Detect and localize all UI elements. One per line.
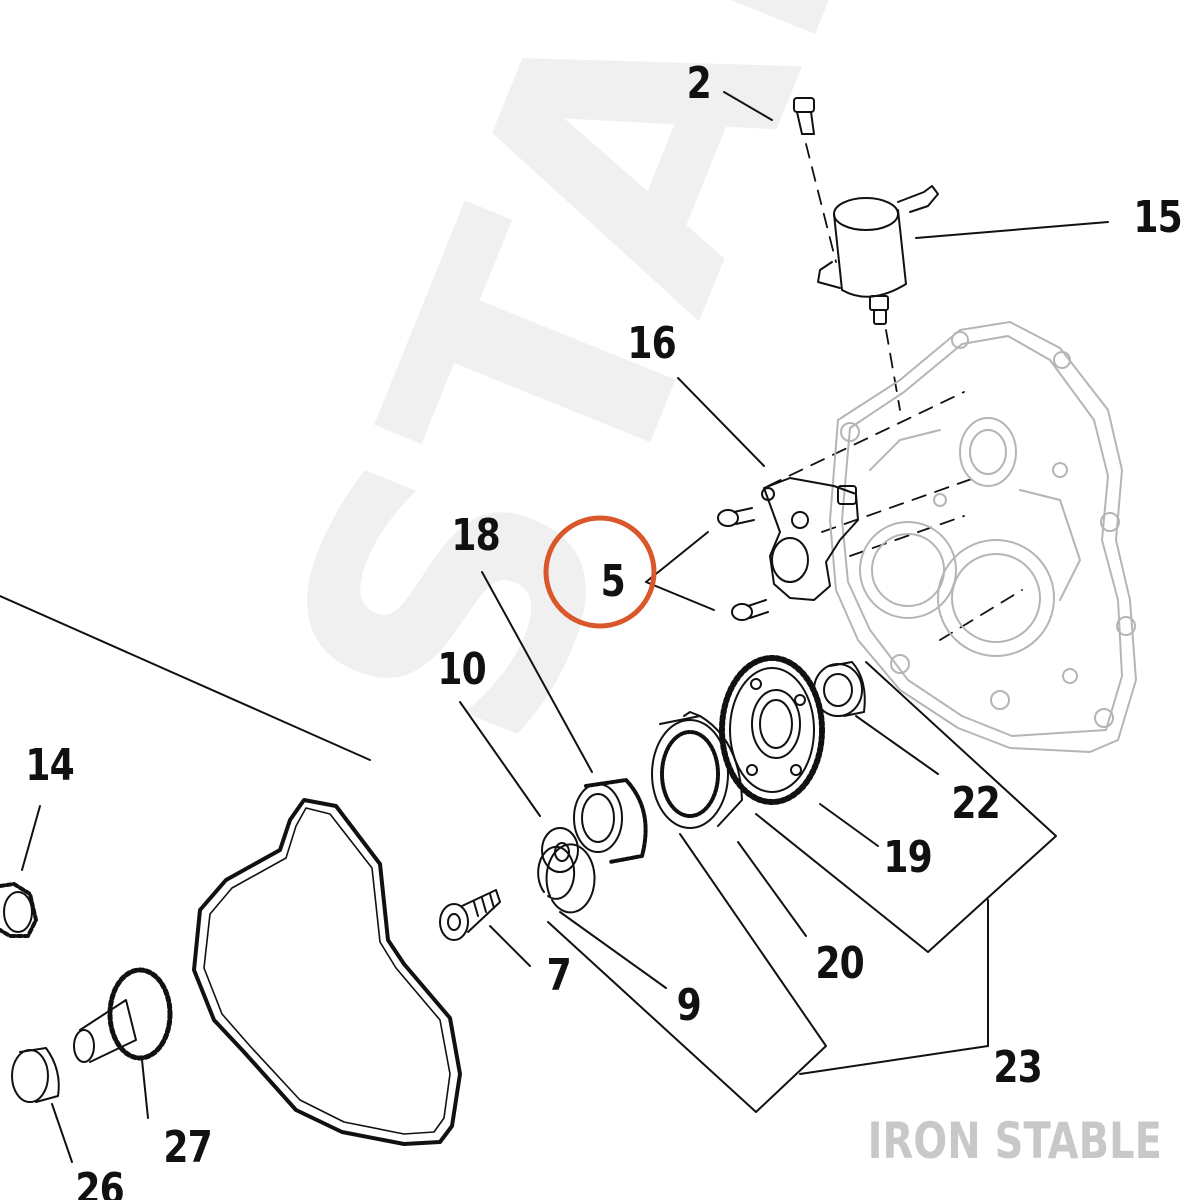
- part-15-solenoid: [817, 185, 939, 325]
- cover-gasket: [192, 798, 462, 1146]
- engine-cover-housing: [829, 321, 1137, 753]
- callout-26: 26: [75, 1164, 124, 1200]
- callout-14: 14: [25, 740, 74, 791]
- part-26-bearing: [11, 1047, 60, 1103]
- callout-15: 15: [1133, 192, 1182, 243]
- part-18-drum: [573, 778, 648, 864]
- callout-5-highlight: [543, 515, 657, 629]
- part-14-gear: [0, 882, 38, 938]
- callout-5: 5: [600, 556, 626, 607]
- brand-watermark: IRON STABLE: [867, 1112, 1162, 1170]
- callout-27: 27: [163, 1122, 212, 1173]
- alignment-dashes: [767, 143, 1023, 641]
- part-19-gear: [719, 655, 825, 805]
- callout-22: 22: [951, 778, 1000, 829]
- leader-lines: [0, 91, 1109, 1163]
- part-2-bolt: [793, 97, 815, 135]
- part-5-screws: [717, 507, 769, 621]
- callout-23: 23: [993, 1042, 1042, 1093]
- part-27-gear-shaft: [73, 967, 173, 1063]
- part-7-bolt: [439, 889, 501, 941]
- callout-20: 20: [815, 938, 864, 989]
- part-9-snap-ring: [537, 843, 596, 914]
- part-20-ring: [651, 711, 743, 829]
- callout-7: 7: [546, 950, 572, 1001]
- part-16-bracket: [761, 477, 859, 601]
- callout-10: 10: [437, 644, 486, 695]
- callout-19: 19: [883, 832, 932, 883]
- callout-16: 16: [627, 318, 676, 369]
- callout-18: 18: [451, 510, 500, 561]
- callout-2: 2: [686, 58, 712, 109]
- callout-9: 9: [676, 980, 702, 1031]
